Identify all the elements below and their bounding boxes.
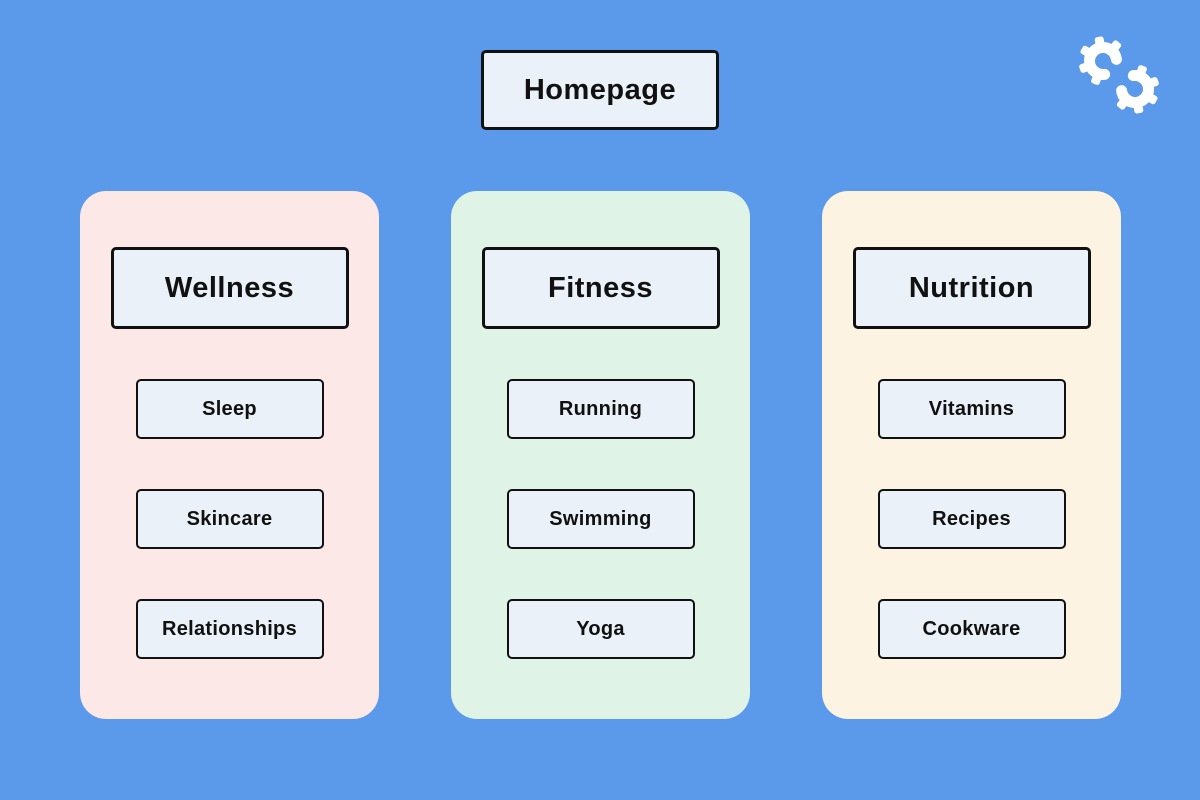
- fitness-title-label: Fitness: [547, 271, 654, 304]
- recipes-label: Recipes: [932, 507, 1011, 530]
- node-vitamins: Vitamins: [877, 379, 1066, 439]
- yoga-label: Yoga: [576, 617, 625, 640]
- node-wellness: Wellness: [110, 247, 349, 329]
- node-cookware: Cookware: [877, 599, 1066, 659]
- node-swimming: Swimming: [506, 489, 695, 549]
- node-fitness: Fitness: [481, 247, 720, 329]
- panel-nutrition: Nutrition Vitamins Recipes Cookware: [822, 191, 1121, 719]
- node-recipes: Recipes: [877, 489, 1066, 549]
- skincare-label: Skincare: [186, 507, 273, 530]
- node-nutrition: Nutrition: [852, 247, 1091, 329]
- panel-wellness: Wellness Sleep Skincare Relationships: [80, 191, 379, 719]
- node-sleep: Sleep: [135, 379, 324, 439]
- swimming-label: Swimming: [549, 507, 652, 530]
- panel-fitness: Fitness Running Swimming Yoga: [451, 191, 750, 719]
- vitamins-label: Vitamins: [928, 397, 1015, 420]
- homepage-label: Homepage: [523, 73, 677, 106]
- node-yoga: Yoga: [506, 599, 695, 659]
- node-skincare: Skincare: [135, 489, 324, 549]
- sleep-label: Sleep: [202, 397, 257, 420]
- running-label: Running: [558, 397, 643, 420]
- node-relationships: Relationships: [135, 599, 324, 659]
- relationships-label: Relationships: [161, 617, 298, 640]
- category-panels: Wellness Sleep Skincare Relationships Fi…: [80, 191, 1121, 719]
- nutrition-title-label: Nutrition: [908, 271, 1035, 304]
- wellness-title-label: Wellness: [164, 271, 295, 304]
- cookware-label: Cookware: [922, 617, 1021, 640]
- gears-logo-icon: [1079, 36, 1159, 114]
- node-running: Running: [506, 379, 695, 439]
- node-homepage: Homepage: [481, 50, 719, 130]
